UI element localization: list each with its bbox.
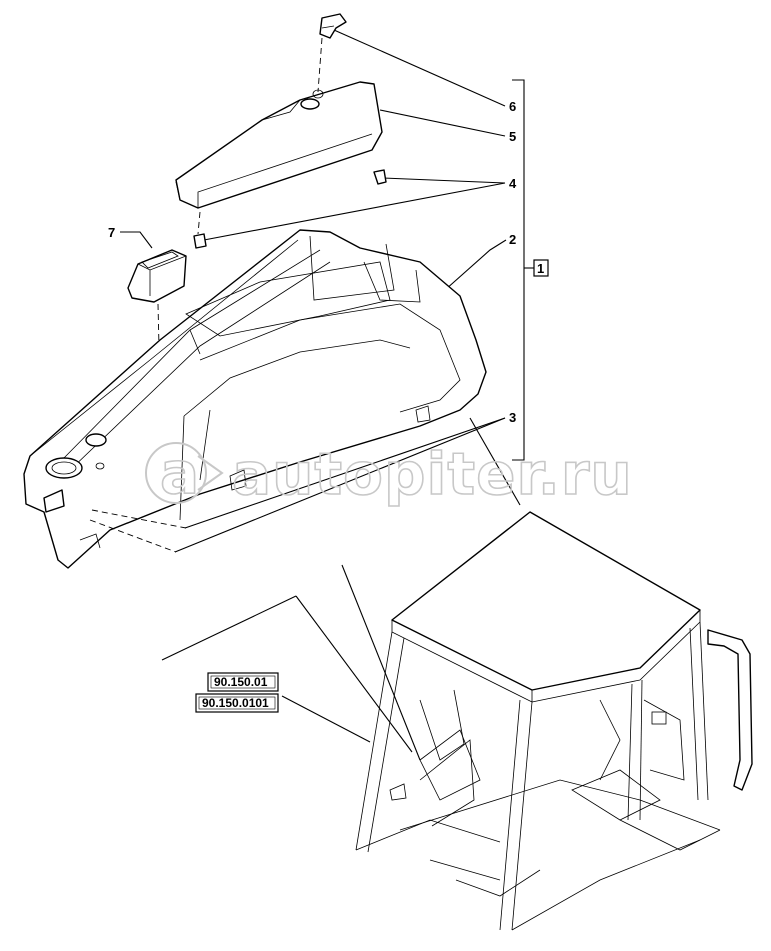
watermark-arrow-icon (197, 455, 224, 491)
leader-lines (120, 29, 534, 761)
callout-4: 4 (509, 176, 517, 191)
watermark-text: autopiter.ru (232, 440, 633, 508)
callout-labels: 6 5 4 2 3 7 1 (108, 99, 549, 425)
callout-6: 6 (509, 99, 516, 114)
reference-box-a (207, 672, 279, 692)
watermark: a autopiter.ru (145, 438, 633, 509)
watermark-logo-letter: a (160, 439, 200, 507)
knob-part (317, 13, 347, 93)
callout-5: 5 (509, 129, 516, 144)
top-cover-part (175, 81, 383, 209)
callout-1: 1 (537, 261, 544, 276)
reference-label-b: 90.150.0101 (202, 696, 269, 710)
watermark-logo-circle (145, 442, 207, 504)
reference-label-a: 90.150.01 (214, 675, 268, 689)
clip-parts (193, 169, 387, 249)
callout-1-box (533, 259, 549, 277)
callout-7: 7 (108, 225, 115, 240)
console-part (23, 229, 487, 569)
reference-boxes: 90.150.01 90.150.0101 (195, 672, 279, 713)
cab-assembly (355, 511, 753, 931)
callout-2: 2 (509, 232, 516, 247)
reference-box-b (195, 693, 279, 713)
callout-3: 3 (509, 410, 516, 425)
